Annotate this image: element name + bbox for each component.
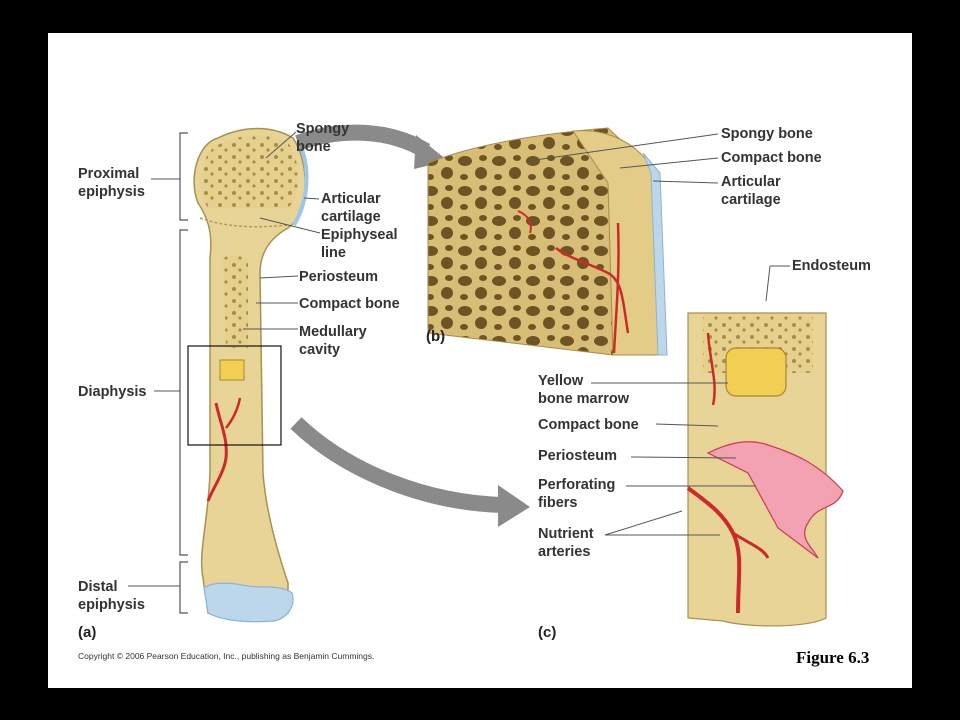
- arrow-to-c: [290, 417, 504, 513]
- panel-label-a: (a): [78, 624, 97, 641]
- label-perforating-fibers: Perforating fibers: [538, 477, 616, 511]
- leader-compact-c: [655, 423, 719, 427]
- label-compact-bone-b: Compact bone: [721, 150, 822, 166]
- label-periosteum-c: Periosteum: [538, 448, 617, 464]
- artery-b3: [517, 210, 532, 234]
- leader-articular-a: [303, 197, 320, 200]
- arrow-to-b: [295, 124, 431, 158]
- label-distal-epiphysis: Distal epiphysis: [78, 579, 145, 613]
- leader-articular-b: [652, 180, 719, 184]
- label-articular-cartilage-a: Articular cartilage: [321, 191, 381, 225]
- label-spongy-bone-a: Spongy bone: [296, 121, 350, 155]
- label-epiphyseal-line: Epiphyseal line: [321, 227, 398, 261]
- label-periosteum-a: Periosteum: [299, 269, 378, 285]
- leader-spongy-a: [265, 131, 297, 159]
- shaft-section: [686, 312, 844, 627]
- leader-endosteum-b: [765, 265, 771, 302]
- artery-b2: [555, 247, 630, 334]
- label-proximal-epiphysis: Proximal epiphysis: [78, 166, 145, 200]
- marrow-cylinder-a: [219, 359, 245, 381]
- distal-cartilage: [203, 582, 294, 623]
- label-nutrient-arteries: Nutrient arteries: [538, 526, 594, 560]
- medullary-cavity-shape: [223, 255, 248, 348]
- artery-b1: [612, 222, 620, 354]
- label-articular-cartilage-b: Articular cartilage: [721, 174, 781, 208]
- leader-periosteum-a: [259, 275, 299, 279]
- bone-outline: [193, 127, 306, 614]
- copyright-notice: Copyright © 2006 Pearson Education, Inc.…: [78, 651, 375, 661]
- arrow-to-c-head: [498, 485, 530, 527]
- figure-number: Figure 6.3: [796, 648, 870, 667]
- label-diaphysis: Diaphysis: [78, 384, 147, 400]
- spongy-block: [427, 127, 668, 356]
- proximal-spongy: [201, 135, 299, 208]
- leader-epiphyseal: [259, 217, 321, 234]
- label-endosteum: Endosteum: [792, 258, 871, 274]
- leader-spongy-b: [527, 133, 719, 162]
- long-bone: [193, 127, 309, 623]
- bracket-proximal: [179, 132, 188, 221]
- artery-c3: [706, 332, 716, 406]
- leader-compact-b: [619, 157, 719, 169]
- bone-illustration: [128, 124, 844, 627]
- bracket-distal: [179, 561, 188, 614]
- periosteum-flap: [706, 441, 844, 559]
- artery-c2: [732, 531, 770, 559]
- label-medullary-cavity: Medullary cavity: [299, 324, 367, 358]
- leader-nutrient-1: [604, 510, 683, 536]
- panel-label-b: (b): [426, 328, 446, 345]
- label-spongy-bone-b: Spongy bone: [721, 126, 813, 142]
- cartilage-b: [642, 152, 668, 356]
- label-compact-bone-c: Compact bone: [538, 417, 639, 433]
- marrow-cylinder-c: [725, 347, 787, 397]
- zoom-box: [187, 345, 282, 446]
- figure-panel: Proximal epiphysis Spongy bone Articular…: [48, 33, 912, 688]
- label-compact-bone-a: Compact bone: [299, 296, 400, 312]
- label-yellow-bone-marrow: Yellow bone marrow: [538, 373, 630, 407]
- bracket-diaphysis: [179, 229, 188, 556]
- panel-label-c: (c): [538, 624, 557, 641]
- artery-a2: [225, 397, 242, 429]
- leader-periosteum-c: [630, 456, 737, 459]
- artery-a1: [206, 402, 228, 502]
